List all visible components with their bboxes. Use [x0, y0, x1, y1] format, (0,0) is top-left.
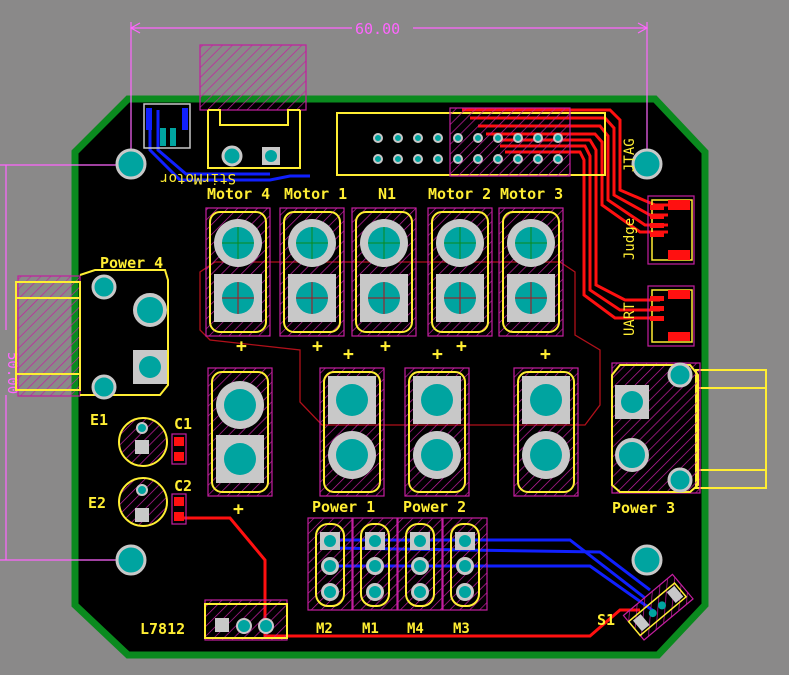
svg-text:+: +: [233, 499, 244, 520]
power3-label: Power 3: [612, 499, 675, 517]
motor-header: [442, 517, 488, 611]
m2-label: M2: [316, 621, 333, 637]
jtag-pin: [393, 154, 403, 164]
motor-terminal: [427, 207, 493, 337]
motor-terminal: [498, 207, 564, 337]
judge-connector: [647, 195, 695, 265]
svg-text:+: +: [432, 344, 443, 365]
c2-capacitor: [171, 493, 187, 525]
jtag-pin: [533, 133, 543, 143]
svg-text:+: +: [236, 336, 247, 357]
c1-label: C1: [174, 415, 192, 433]
mounting-holes: [115, 148, 663, 576]
jtag-pin: [413, 133, 423, 143]
jtag-pin: [393, 133, 403, 143]
uart-label: UART: [622, 302, 638, 336]
mounting-hole: [115, 148, 147, 180]
stirmotor-label: StirMotor: [160, 170, 236, 186]
svg-text:+: +: [343, 344, 354, 365]
height-dimension: [0, 164, 130, 561]
motor-headers: [307, 517, 488, 611]
small-connector: [143, 103, 191, 149]
stirmotor-connector: [199, 44, 307, 169]
jtag-pin: [493, 133, 503, 143]
motor1-label: Motor 1: [284, 185, 347, 203]
mounting-hole: [631, 148, 663, 180]
l7812-label: L7812: [140, 620, 185, 638]
motor4-label: Motor 4: [207, 185, 270, 203]
s1-label: S1: [597, 611, 615, 629]
jtag-label: JTAG: [622, 138, 638, 172]
jtag-header: [336, 107, 606, 177]
jtag-pin: [473, 133, 483, 143]
e1-capacitor: [118, 417, 168, 467]
power1-label: Power 1: [312, 498, 375, 516]
c1-capacitor: [171, 433, 187, 465]
power4-connector: [15, 269, 169, 400]
judge-label: Judge: [622, 218, 638, 260]
motor-terminal: [351, 207, 417, 337]
width-dimension: [129, 22, 649, 150]
power4-label: Power 4: [100, 254, 163, 272]
jtag-pin: [493, 154, 503, 164]
svg-text:+: +: [540, 344, 551, 365]
m4-label: M4: [407, 621, 424, 637]
motor-header: [307, 517, 353, 611]
jtag-pin: [373, 154, 383, 164]
jtag-pin: [433, 154, 443, 164]
jtag-pin: [533, 154, 543, 164]
power3-connector: [611, 362, 767, 494]
s1-switch: [622, 573, 694, 641]
m3-label: M3: [453, 621, 470, 637]
power2-label: Power 2: [403, 498, 466, 516]
jtag-pin: [453, 154, 463, 164]
motor-header: [397, 517, 443, 611]
jtag-pin: [413, 154, 423, 164]
m1-label: M1: [362, 621, 379, 637]
c2-label: C2: [174, 477, 192, 495]
e2-label: E2: [88, 494, 106, 512]
power-capacitor: [404, 367, 470, 497]
svg-text:+: +: [312, 336, 323, 357]
jtag-pin: [433, 133, 443, 143]
motor2-label: Motor 2: [428, 185, 491, 203]
svg-text:+: +: [380, 336, 391, 357]
power-capacitor: [513, 367, 579, 497]
jtag-pin: [513, 133, 523, 143]
jtag-pin: [453, 133, 463, 143]
power-capacitors: [207, 367, 579, 497]
jtag-pin: [513, 154, 523, 164]
jtag-pin: [553, 133, 563, 143]
jtag-pin: [473, 154, 483, 164]
svg-text:+: +: [456, 336, 467, 357]
mounting-hole: [631, 544, 663, 576]
power-capacitor: [207, 367, 273, 497]
width-dimension-label: 60.00: [355, 20, 400, 38]
motor-terminal: [279, 207, 345, 337]
polarity-marks: + + + + + + + +: [233, 336, 551, 520]
motor-connectors: [205, 207, 564, 337]
motor-header: [352, 517, 398, 611]
jtag-pin: [553, 154, 563, 164]
l7812-regulator: [204, 599, 288, 641]
power-capacitor: [319, 367, 385, 497]
mounting-hole: [115, 544, 147, 576]
e2-capacitor: [118, 477, 168, 527]
motor-terminal: [205, 207, 271, 337]
n1-label: N1: [378, 185, 396, 203]
uart-connector: [647, 285, 695, 347]
jtag-pin: [373, 133, 383, 143]
e1-label: E1: [90, 411, 108, 429]
motor3-label: Motor 3: [500, 185, 563, 203]
